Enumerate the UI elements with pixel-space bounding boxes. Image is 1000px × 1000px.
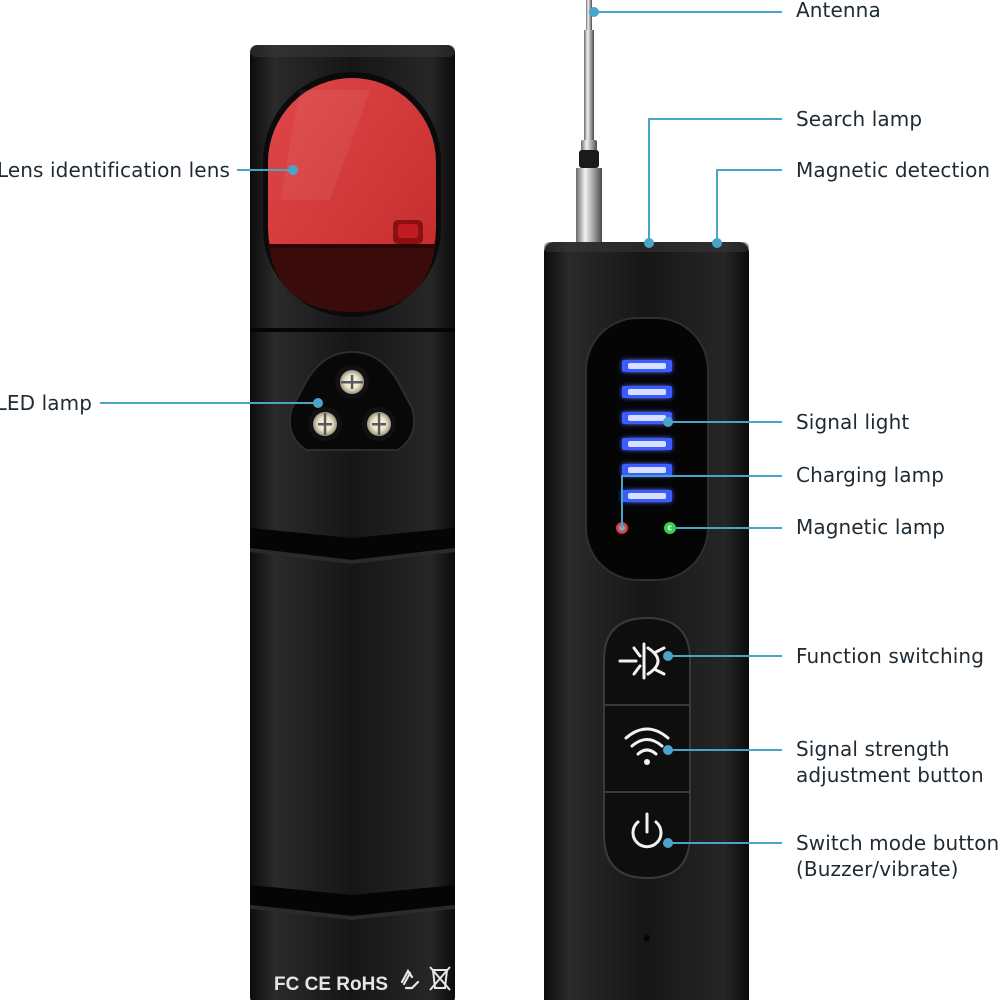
signal-strength-adjustment-button[interactable] — [606, 707, 688, 791]
antenna — [576, 0, 602, 248]
label-signal-strength: Signal strength adjustment button — [796, 736, 984, 788]
left-device: FC CE RoHS — [250, 45, 455, 1000]
power-icon — [631, 812, 663, 849]
function-switching-button[interactable] — [606, 620, 688, 704]
label-charging-lamp: Charging lamp — [796, 463, 945, 487]
button-panel — [603, 616, 691, 880]
body-groove-upper — [250, 528, 455, 560]
body-groove-lower — [250, 885, 455, 916]
label-lens-identification-lens: Lens identification lens — [0, 158, 230, 182]
label-magnetic-detection: Magnetic detection — [796, 158, 991, 182]
label-led-lamp: LED lamp — [0, 391, 92, 415]
label-magnetic-lamp: Magnetic lamp — [796, 515, 946, 539]
label-signal-strength-line1: Signal strength — [796, 737, 950, 761]
label-switch-mode: Switch mode button (Buzzer/vibrate) — [796, 830, 999, 882]
label-signal-light: Signal light — [796, 410, 910, 434]
led-lamp-cluster — [288, 350, 416, 451]
leader-lines — [100, 7, 782, 848]
label-switch-mode-line1: Switch mode button — [796, 831, 1000, 855]
right-device — [544, 0, 749, 1000]
label-function-switching: Function switching — [796, 644, 985, 668]
leader-charging-lamp — [621, 475, 782, 528]
leader-magnetic-detection — [716, 169, 782, 243]
signal-light-bars — [622, 360, 672, 502]
wifi-signal-icon — [624, 727, 670, 765]
microphone-hole — [644, 935, 650, 941]
certification-marks: FC CE RoHS — [274, 974, 388, 995]
label-signal-strength-line2: adjustment button — [796, 763, 984, 787]
led-beam-icon — [618, 642, 666, 680]
switch-mode-button[interactable] — [606, 794, 688, 876]
label-search-lamp: Search lamp — [796, 107, 923, 131]
label-switch-mode-line2: (Buzzer/vibrate) — [796, 857, 959, 881]
label-antenna: Antenna — [796, 0, 881, 22]
recycle-icon — [400, 968, 420, 990]
leader-search-lamp — [648, 118, 782, 243]
weee-bin-icon — [429, 966, 451, 991]
